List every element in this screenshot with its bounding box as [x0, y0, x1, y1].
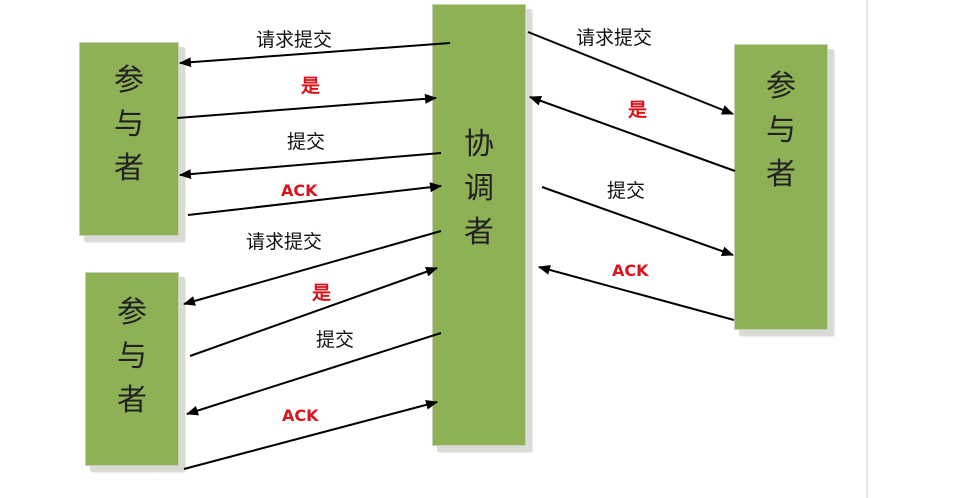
label-yes-right: 是: [628, 99, 648, 121]
participant-top-left-box: 参 与 者: [79, 42, 179, 236]
arrow-commit-to-right: [541, 186, 734, 257]
arrow-yes-from-bottom-left: [189, 266, 438, 357]
participant-bottom-left-box: 参 与 者: [85, 272, 179, 466]
arrow-ack-from-top-left: [187, 182, 442, 216]
label-ack-right: ACK: [612, 261, 649, 280]
participant-right-label: 参 与 者: [766, 69, 796, 192]
arrow-request-commit-to-right: [527, 31, 734, 115]
arrow-ack-from-bottom-left: [183, 399, 438, 470]
participant-top-left-label: 参 与 者: [114, 63, 144, 186]
coordinator-label: 协 调 者: [464, 127, 494, 250]
page-edge-line: [866, 0, 868, 498]
label-request-commit-right: 请求提交: [576, 27, 653, 49]
arrow-yes-from-top-left: [176, 93, 437, 119]
arrow-request-commit-to-top-left: [179, 42, 451, 68]
arrow-ack-from-right: [538, 265, 735, 321]
coordinator-box: 协 调 者: [432, 4, 526, 446]
label-ack-bottom-left: ACK: [282, 406, 319, 425]
label-request-commit-bottom-left: 请求提交: [246, 231, 323, 253]
arrow-request-commit-to-bottom-left: [183, 230, 442, 306]
label-yes-top-left: 是: [301, 75, 321, 97]
participant-bottom-left-label: 参 与 者: [117, 295, 147, 418]
label-commit-right: 提交: [607, 180, 646, 202]
label-yes-bottom-left: 是: [312, 282, 332, 304]
label-ack-top-left: ACK: [281, 181, 318, 200]
label-commit-top-left: 提交: [287, 131, 326, 153]
arrow-commit-to-bottom-left: [186, 332, 442, 416]
label-commit-bottom-left: 提交: [316, 329, 355, 351]
arrow-commit-to-top-left: [179, 152, 442, 180]
label-request-commit-top-left: 请求提交: [256, 29, 333, 51]
arrow-yes-from-right: [529, 96, 736, 172]
participant-right-box: 参 与 者: [734, 44, 828, 330]
